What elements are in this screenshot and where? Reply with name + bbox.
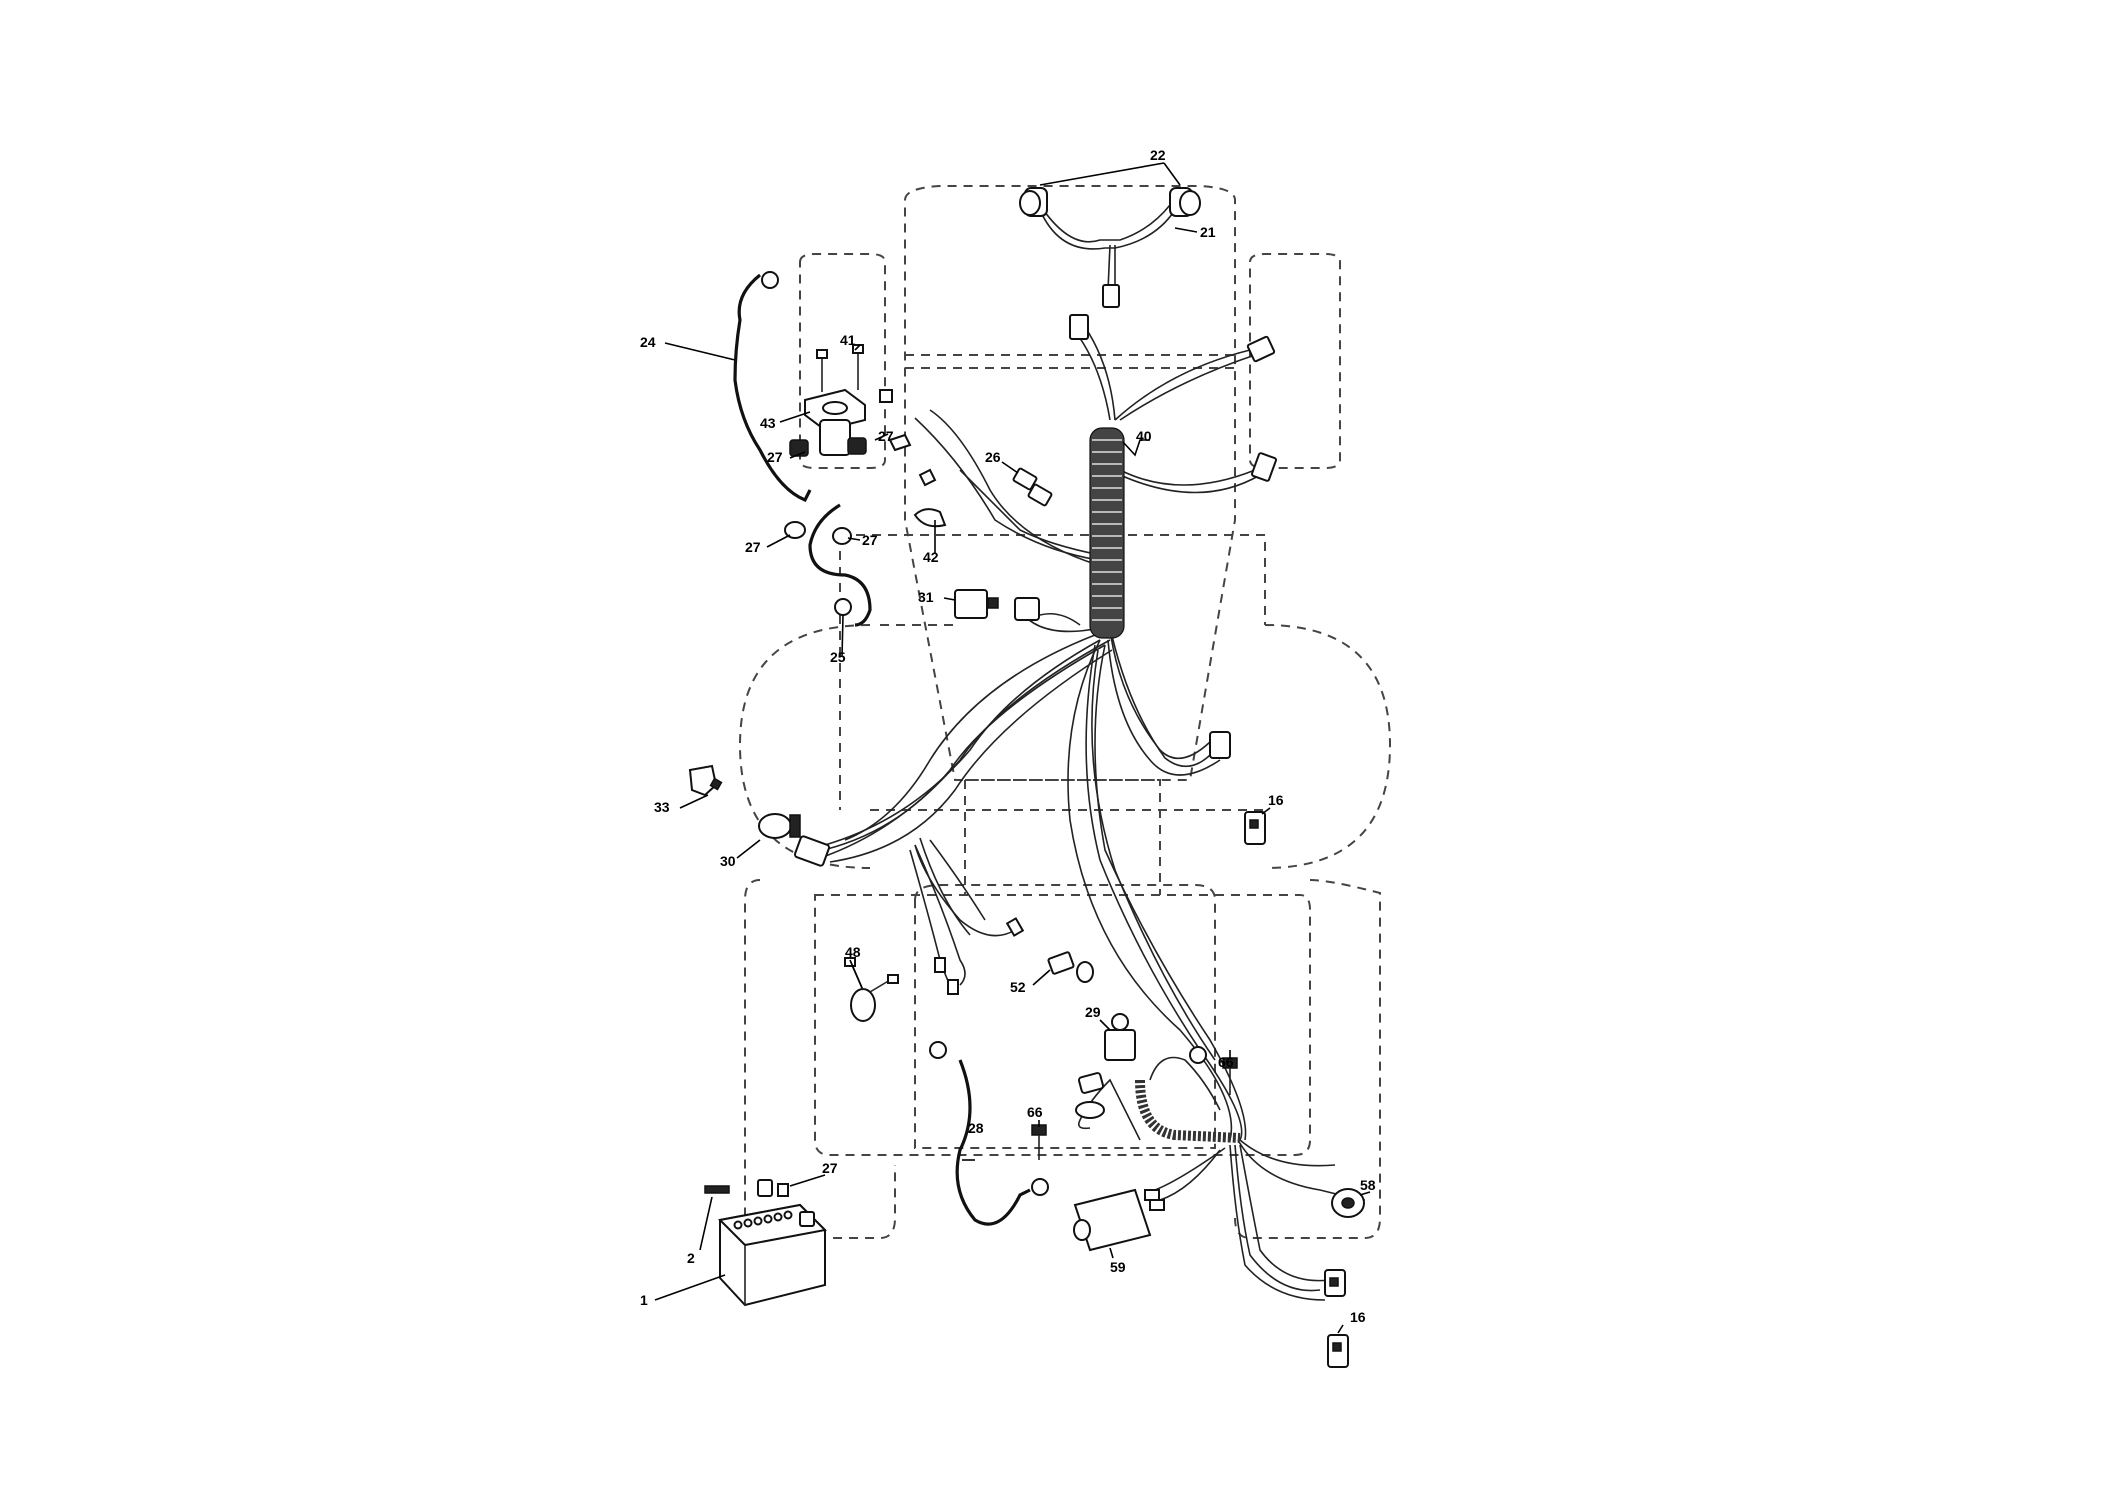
harness-loom-coil [1089,427,1125,639]
callout-59: 59 [1110,1259,1126,1275]
left-front-wheel-outline [799,253,886,469]
callout-41: 41 [840,332,856,348]
ignition-key [688,764,723,797]
callout-27-solenoid-right: 27 [878,428,894,444]
callout-22: 22 [1150,147,1166,163]
tractor-outline [738,185,1392,1239]
battery-cable-28 [955,1059,1031,1226]
callout-24: 24 [640,334,656,350]
callout-40: 40 [1136,428,1152,444]
headlight-harness [1039,204,1176,308]
headlight-harness-connector [1102,284,1120,308]
callout-42: 42 [923,549,939,565]
callout-52: 52 [1010,979,1026,995]
regulator-59 [1073,1188,1152,1252]
deck-connector [1209,731,1231,759]
ground-ring [1189,1046,1207,1064]
hood-crossline [905,354,1235,369]
left-mower-deck-outline [738,624,871,869]
battery-cable-24 [733,273,812,503]
starter-solenoid [804,344,866,456]
callout-27-battery: 27 [822,1160,838,1176]
seat-outline [914,884,1216,1149]
leader-lines [654,162,1371,1334]
fuel-solenoid [1104,1013,1136,1061]
callout-21: 21 [1200,224,1216,240]
callout-30: 30 [720,853,736,869]
rear-harness-coil [1135,1079,1241,1143]
headlight-right [1169,187,1201,217]
callout-48: 48 [845,944,861,960]
callout-labels: 1 2 16 16 21 22 24 25 26 27 27 27 27 27 … [640,147,1376,1325]
relay-31 [954,589,999,619]
wire-terminals [934,917,1165,1211]
ground-cable-25 [808,503,872,627]
hood-outline [904,185,1236,781]
headlight-left [1019,187,1048,217]
callout-66-center: 66 [1027,1104,1043,1120]
battery [717,1179,828,1307]
interlock-switch-16a [1244,811,1266,845]
fuse-clip-26 [1012,467,1053,507]
wire-harness-bundle [814,319,1366,1301]
callout-27-nut-right: 27 [862,532,878,548]
ground-screw-66a [1031,1124,1047,1160]
callout-66-right: 66 [1218,1054,1234,1070]
callout-27-nut-left: 27 [745,539,761,555]
callout-26: 26 [985,449,1001,465]
callout-58: 58 [1360,1177,1376,1193]
callout-1: 1 [640,1292,648,1308]
terminal-42 [888,433,947,528]
callout-2: 2 [687,1250,695,1266]
terminal-nuts [784,389,893,545]
battery-nut [777,1183,789,1197]
rear-frame-outline [814,894,1311,1156]
right-mower-deck-outline [1264,624,1392,869]
interlock-switch-16b [1327,1334,1349,1368]
hood-connectors [1069,314,1277,482]
callout-16-deck: 16 [1268,792,1284,808]
right-front-wheel-outline [1249,253,1341,469]
relay-connector [1014,597,1040,621]
seat-pan-outline [964,779,1161,895]
callout-16-seat: 16 [1350,1309,1366,1325]
callout-43: 43 [760,415,776,431]
callout-28: 28 [968,1120,984,1136]
connector-52 [1047,951,1094,983]
deck-center-outline [839,534,1266,811]
callout-31: 31 [918,589,934,605]
callout-29: 29 [1085,1004,1101,1020]
pto-connector [1075,1072,1105,1119]
callout-33: 33 [654,799,670,815]
right-rear-wheel-outline [1234,879,1381,1239]
battery-bolt [704,1185,730,1194]
callout-27-solenoid-left: 27 [767,449,783,465]
ignition-switch [758,813,831,867]
buzzer-58 [1331,1188,1365,1218]
ground-screw-66b [1222,1057,1238,1095]
rear-harness-connector [1324,1269,1346,1297]
callout-25: 25 [830,649,846,665]
